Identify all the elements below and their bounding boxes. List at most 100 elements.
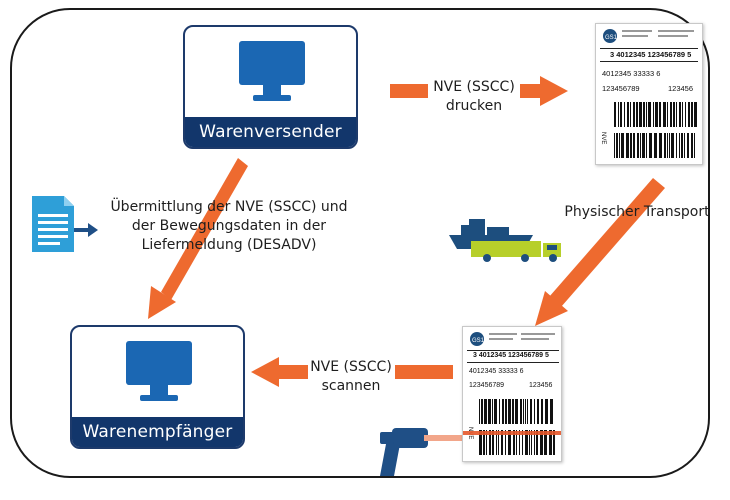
barcode-bar [614, 102, 616, 127]
barcode-bar [549, 430, 552, 455]
barcode-bar [659, 102, 661, 127]
barcode-bar [537, 399, 539, 424]
barcode-group [614, 102, 698, 162]
barcode-bar [481, 399, 483, 424]
sscc-number: 3 4012345 123456789 5 [473, 352, 549, 359]
barcode-bar [534, 399, 535, 424]
barcode-bar [494, 399, 497, 424]
barcode-bar [529, 430, 530, 455]
barcode-bar [488, 399, 491, 424]
gs1-logo-icon: GS1 [470, 332, 485, 346]
barcode-bar [637, 133, 639, 158]
svg-text:GS1: GS1 [472, 338, 485, 344]
barcode-bar [684, 133, 685, 158]
print-step-text: NVE (SSCC) drucken [425, 78, 523, 116]
barcode-bar [499, 399, 500, 424]
barcode-bar [544, 430, 547, 455]
barcode-bar [627, 102, 629, 127]
barcode-bar [649, 133, 652, 158]
barcode-bar [626, 133, 629, 158]
barcode-bar [553, 430, 555, 455]
barcode-bar [498, 430, 499, 455]
sender-box: Warenversender [183, 25, 358, 149]
barcode-bar [621, 133, 624, 158]
barcode-bar [673, 102, 675, 127]
barcode-bar [667, 102, 668, 127]
print-step-line2: drucken [445, 98, 503, 114]
barcode-bar [520, 399, 522, 424]
barcode-bar [659, 133, 662, 158]
barcode-bar [505, 430, 506, 455]
barcode-bar [502, 399, 504, 424]
barcode-bar [663, 102, 666, 127]
barcode-bar [694, 102, 697, 127]
barcode-bar [483, 430, 485, 455]
barcode-bar [545, 399, 548, 424]
barcode-bar [489, 430, 491, 455]
barcode-bar [501, 430, 503, 455]
gtin-number: 4012345 33333 6 [602, 69, 661, 78]
barcode-bar [484, 399, 487, 424]
shipping-label: GS1 3 4012345 123456789 5 4012345 33333 … [462, 326, 562, 462]
barcode-bar [630, 102, 631, 127]
barcode-bar [667, 133, 668, 158]
arrow-desadv [148, 158, 248, 319]
print-step-line1: NVE (SSCC) [433, 79, 515, 95]
barcode-bar [664, 133, 666, 158]
barcode-bar [523, 399, 524, 424]
barcode-bar [536, 430, 538, 455]
computer-icon [126, 341, 192, 401]
barcode-bar [694, 133, 695, 158]
barcode-bar [640, 133, 641, 158]
barcode-bar [633, 102, 635, 127]
desadv-line3: Liefermeldung (DESADV) [141, 237, 317, 253]
scan-step-text: NVE (SSCC) scannen [305, 358, 397, 396]
nve-side-text: NVE [600, 132, 606, 145]
barcode-bar [671, 133, 674, 158]
barcode-bar [646, 102, 647, 127]
barcode-bar [676, 102, 677, 127]
barcode-bar [527, 399, 528, 424]
barcode-bar [676, 133, 677, 158]
barcode-bar [691, 102, 693, 127]
barcode-bar [479, 399, 480, 424]
barcode-bar [540, 430, 543, 455]
barcode-bar [519, 430, 520, 455]
barcode-bar [492, 430, 494, 455]
barcode-bar [516, 430, 517, 455]
barcode-bar [648, 102, 651, 127]
barcode-bar [616, 133, 618, 158]
barcode-bar [655, 102, 658, 127]
transport-text: Physischer Transport [564, 204, 710, 220]
barcode-bar [492, 399, 493, 424]
barcode-bar [508, 430, 511, 455]
barcode-bar [550, 399, 553, 424]
barcode-bar [479, 430, 482, 455]
barcode-bar [682, 102, 683, 127]
barcode-bar [679, 102, 681, 127]
receiver-label: Warenempfänger [72, 417, 243, 447]
barcode-bar [525, 430, 528, 455]
receiver-box: Warenempfänger [70, 325, 245, 449]
barcode-bar [505, 399, 507, 424]
barcode-bar [618, 102, 619, 127]
barcode-bar [669, 133, 670, 158]
gs1-logo-icon: GS1 [603, 29, 618, 43]
barcode-bar [541, 399, 543, 424]
barcode-bar [525, 399, 526, 424]
scanner-icon [380, 428, 462, 476]
batch-number: 123456789 [469, 382, 505, 389]
barcode-bar [496, 430, 497, 455]
barcode-bar [639, 102, 642, 127]
ship-truck-icon [449, 219, 561, 262]
barcode-group [479, 399, 557, 459]
document-icon [32, 196, 98, 252]
arrow-scan [251, 357, 453, 387]
batch-number: 123456789 [602, 84, 640, 93]
barcode-bar [486, 430, 487, 455]
scan-step-line1: NVE (SSCC) [310, 359, 392, 375]
barcode-bar [534, 430, 535, 455]
desadv-text: Übermittlung der NVE (SSCC) und der Bewe… [104, 198, 354, 255]
computer-icon [239, 41, 305, 101]
